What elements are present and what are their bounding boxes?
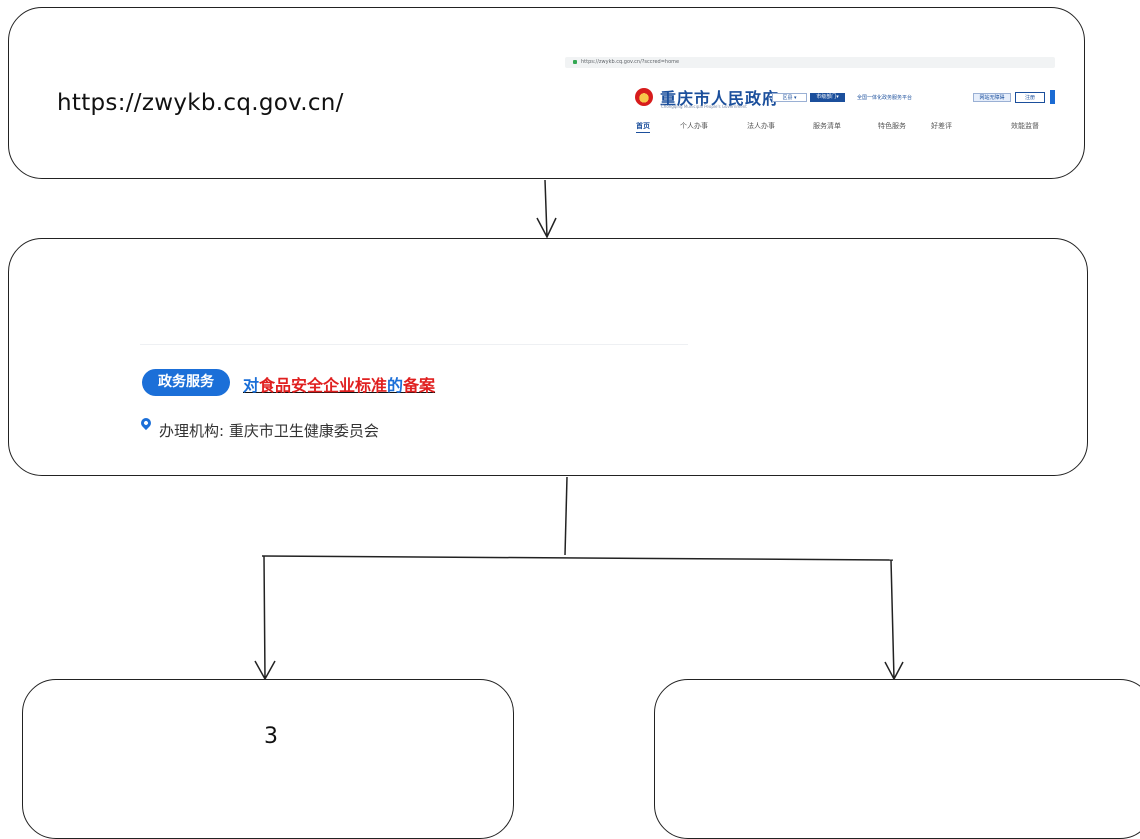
nav-service-list[interactable]: 服务清单	[813, 122, 841, 130]
accessibility-button[interactable]: 网站无障碍	[973, 93, 1011, 102]
handling-agency: 办理机构: 重庆市卫生健康委员会	[159, 422, 379, 440]
nav-personal[interactable]: 个人办事	[680, 122, 708, 130]
portal-url: https://zwykb.cq.gov.cn/	[57, 90, 344, 116]
nav-legal-person[interactable]: 法人办事	[747, 122, 775, 130]
register-button[interactable]: 注册	[1015, 92, 1045, 103]
arrow-top-to-middle	[536, 179, 557, 239]
service-type-tag: 政务服务	[142, 369, 230, 396]
service-node	[8, 238, 1088, 476]
line-middle-down	[564, 476, 568, 556]
national-emblem-icon	[635, 88, 653, 106]
national-platform-link[interactable]: 全国一体化政务服务平台	[857, 95, 913, 101]
service-title-link[interactable]: 对食品安全企业标准的备案	[243, 376, 436, 395]
left-node-text: 3	[264, 724, 278, 749]
arrow-to-left-box	[254, 555, 276, 681]
line-branch-horizontal	[261, 555, 894, 561]
nav-supervision[interactable]: 效能监督	[1011, 122, 1039, 130]
right-branch-node	[654, 679, 1140, 839]
nav-home[interactable]: 首页	[636, 122, 650, 130]
left-branch-node: 3	[22, 679, 514, 839]
district-select[interactable]: 区县 ▾	[772, 93, 807, 102]
site-title: 重庆市人民政府	[660, 89, 780, 108]
divider	[140, 344, 688, 345]
nav-featured[interactable]: 特色服务	[878, 122, 906, 130]
lock-icon	[573, 59, 577, 64]
department-select[interactable]: 市级部门▾	[810, 93, 845, 102]
nav-rating[interactable]: 好差评	[931, 122, 952, 130]
login-button-edge[interactable]	[1050, 90, 1055, 104]
nav-active-indicator	[636, 132, 650, 133]
site-subtitle: Chongqing Municipal People's Government	[661, 104, 747, 109]
browser-address-bar: https://zwykb.cq.gov.cn/?sccred=home	[565, 57, 1055, 68]
arrow-to-right-box	[884, 559, 904, 681]
portal-header-screenshot: https://zwykb.cq.gov.cn/?sccred=home 重庆市…	[565, 52, 1055, 154]
url-node	[8, 7, 1085, 179]
